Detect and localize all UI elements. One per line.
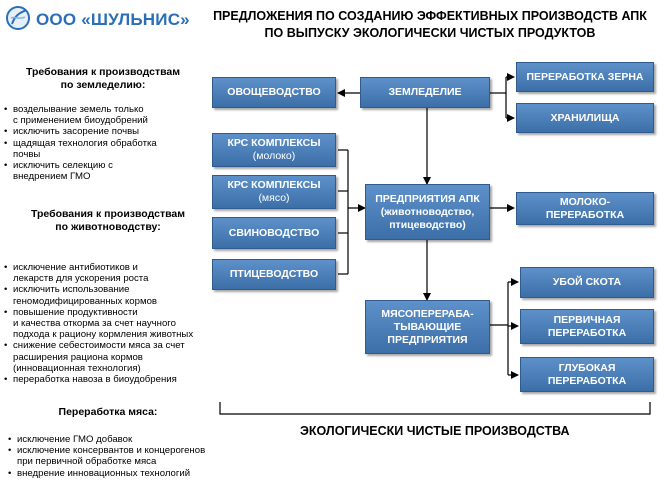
list-item-line: переработка навоза в биоудобрения xyxy=(13,374,177,386)
section-heading-myaso: Переработка мяса: xyxy=(8,406,208,419)
box-pererabotka-zerna: ПЕРЕРАБОТКА ЗЕРНА xyxy=(516,62,654,92)
list-item: исключение антибиотиков и лекарств для у… xyxy=(4,262,193,284)
list-item-line: исключение консервантов и концерогенов xyxy=(17,445,206,457)
list-item-line: почвы xyxy=(13,148,41,160)
box-moloko-line-1: МОЛОКО- xyxy=(559,195,611,208)
box-krs-moloko-line-1: КРС КОМПЛЕКСЫ xyxy=(227,137,321,149)
list-item: внедрение инновационных технологий xyxy=(8,468,205,479)
list-item: возделывание земель только с применением… xyxy=(4,104,157,126)
logo-emblem-icon xyxy=(6,6,30,30)
list-item-line: исключение ГМО добавок xyxy=(17,434,133,445)
box-myaso-line-3: ПРЕДПРИЯТИЯ xyxy=(387,333,468,346)
box-svinovodstvo-label: СВИНОВОДСТВО xyxy=(228,226,320,239)
box-khranilishcha: ХРАНИЛИЩА xyxy=(516,103,654,133)
box-pervichnaya-line-1: ПЕРВИЧНАЯ xyxy=(553,313,621,326)
list-item: переработка навоза в биоудобрения xyxy=(4,374,193,385)
list-item: снижение себестоимости мяса за счет расш… xyxy=(4,340,193,374)
section-heading-zemledelie: Требования к производствам по земледелию… xyxy=(8,66,198,92)
list-item: исключить селекцию с внедрением ГМО xyxy=(4,160,157,182)
list-item-line: (инновационная технология) xyxy=(13,362,141,374)
box-pererabotka-zerna-label: ПЕРЕРАБОТКА ЗЕРНА xyxy=(526,70,644,83)
list-zemledelie: возделывание земель только с применением… xyxy=(4,104,157,182)
heading-myaso-line-1: Переработка мяса: xyxy=(58,406,158,418)
list-item-line: снижение себестоимости мяса за счет xyxy=(13,340,185,352)
list-item-line: внедрение инновационных технологий xyxy=(17,467,191,479)
list-item-line: исключить использование xyxy=(13,284,130,296)
company-logo: ООО «ШУЛЬНИС» xyxy=(6,4,206,36)
list-item-line: возделывание земель только xyxy=(13,104,144,115)
box-ovoshchevodstvo: ОВОЩЕВОДСТВО xyxy=(212,77,336,108)
list-myaso: исключение ГМО добавок исключение консер… xyxy=(8,434,205,479)
list-item-line: и качества откорма за счет научного xyxy=(13,318,176,330)
list-zhivotnovodstvo: исключение антибиотиков и лекарств для у… xyxy=(4,262,193,385)
box-zemledelie: ЗЕМЛЕДЕЛИЕ xyxy=(360,77,490,108)
list-item-line: исключение антибиотиков и xyxy=(13,262,138,273)
box-predpriyatiya-line-1: ПРЕДПРИЯТИЯ АПК xyxy=(375,192,480,205)
title-line-1: ПРЕДЛОЖЕНИЯ ПО СОЗДАНИЮ ЭФФЕКТИВНЫХ ПРОИ… xyxy=(213,9,647,23)
box-svinovodstvo: СВИНОВОДСТВО xyxy=(212,217,336,249)
heading-zhivotnovodstvo-line-2: по животноводству: xyxy=(55,221,161,233)
box-glubokaya-line-1: ГЛУБОКАЯ xyxy=(558,361,616,374)
footer-label: ЭКОЛОГИЧЕСКИ ЧИСТЫЕ ПРОИЗВОДСТВА xyxy=(300,424,570,438)
title-line-2: ПО ВЫПУСКУ ЭКОЛОГИЧЕСКИ ЧИСТЫХ ПРОДУКТОВ xyxy=(264,26,596,40)
list-item: исключить засорение почвы xyxy=(4,126,157,137)
section-heading-zhivotnovodstvo: Требования к производствам по животновод… xyxy=(8,208,208,234)
box-myaso-line-1: МЯСОПЕРЕРАБА- xyxy=(381,307,474,320)
list-item-line: подхода к рациону кормления животных xyxy=(13,329,194,341)
box-predpriyatiya-apk: ПРЕДПРИЯТИЯ АПК(животноводство,птицеводс… xyxy=(365,184,490,240)
list-item-line: расширения рациона кормов xyxy=(13,351,143,363)
list-item-line: исключить селекцию с xyxy=(13,160,113,172)
box-krs-moloko-line-2: (молоко) xyxy=(252,150,296,162)
box-krs-moloko: КРС КОМПЛЕКСЫ(молоко) xyxy=(212,133,336,167)
bottom-bracket xyxy=(219,402,651,415)
list-item-line: лекарств для ускорения роста xyxy=(13,273,149,285)
box-predpriyatiya-line-2: (животноводство, xyxy=(380,205,475,218)
box-moloko-pererabotka: МОЛОКО-ПЕРЕРАБОТКА xyxy=(516,192,654,225)
box-predpriyatiya-line-3: птицеводство) xyxy=(389,218,466,231)
list-item: исключить использование геномодифицирова… xyxy=(4,284,193,306)
list-item-line: при первичной обработке мяса xyxy=(17,456,157,468)
box-glubokaya-line-2: ПЕРЕРАБОТКА xyxy=(547,374,627,387)
box-zemledelie-label: ЗЕМЛЕДЕЛИЕ xyxy=(388,86,462,98)
list-item-line: с применением биоудобрений xyxy=(13,115,157,126)
heading-zemledelie-line-1: Требования к производствам xyxy=(25,66,181,78)
page-title: ПРЕДЛОЖЕНИЯ ПО СОЗДАНИЮ ЭФФЕКТИВНЫХ ПРОИ… xyxy=(200,8,660,42)
list-item: повышение продуктивности и качества отко… xyxy=(4,307,193,341)
box-krs-myaso-line-1: КРС КОМПЛЕКСЫ xyxy=(227,179,321,191)
list-item: исключение ГМО добавок xyxy=(8,434,205,445)
heading-zhivotnovodstvo-line-1: Требования к производствам xyxy=(30,208,186,220)
logo-text: ООО «ШУЛЬНИС» xyxy=(36,10,190,29)
list-item-line: внедрением ГМО xyxy=(13,171,91,183)
list-item-line: повышение продуктивности xyxy=(13,306,138,318)
box-pervichnaya-line-2: ПЕРЕРАБОТКА xyxy=(547,326,627,339)
box-myaso-line-2: ТЫВАЮЩИЕ xyxy=(393,320,462,333)
list-item: щадящая технология обработка почвы xyxy=(4,138,157,160)
box-uboy-skota: УБОЙ СКОТА xyxy=(520,267,654,298)
box-ptitsevodstvo: ПТИЦЕВОДСТВО xyxy=(212,259,336,290)
box-khranilishcha-label: ХРАНИЛИЩА xyxy=(550,111,620,124)
box-krs-myaso: КРС КОМПЛЕКСЫ(мясо) xyxy=(212,175,336,209)
box-krs-myaso-line-2: (мясо) xyxy=(258,192,290,204)
list-item-line: геномодифицированных кормов xyxy=(13,295,157,307)
box-uboy-label: УБОЙ СКОТА xyxy=(552,276,622,288)
box-ptitsevodstvo-label: ПТИЦЕВОДСТВО xyxy=(229,268,319,280)
list-item-line-text: с применением биоудобрений xyxy=(13,115,148,127)
box-moloko-line-2: ПЕРЕРАБОТКА xyxy=(545,208,625,221)
heading-zemledelie-line-2: по земледелию: xyxy=(60,79,146,91)
list-item-line: щадящая технология обработка xyxy=(13,137,157,149)
list-item: исключение консервантов и концерогенов п… xyxy=(8,445,205,467)
list-item-line: исключить засорение почвы xyxy=(13,126,140,138)
box-ovoshchevodstvo-label: ОВОЩЕВОДСТВО xyxy=(227,86,321,98)
